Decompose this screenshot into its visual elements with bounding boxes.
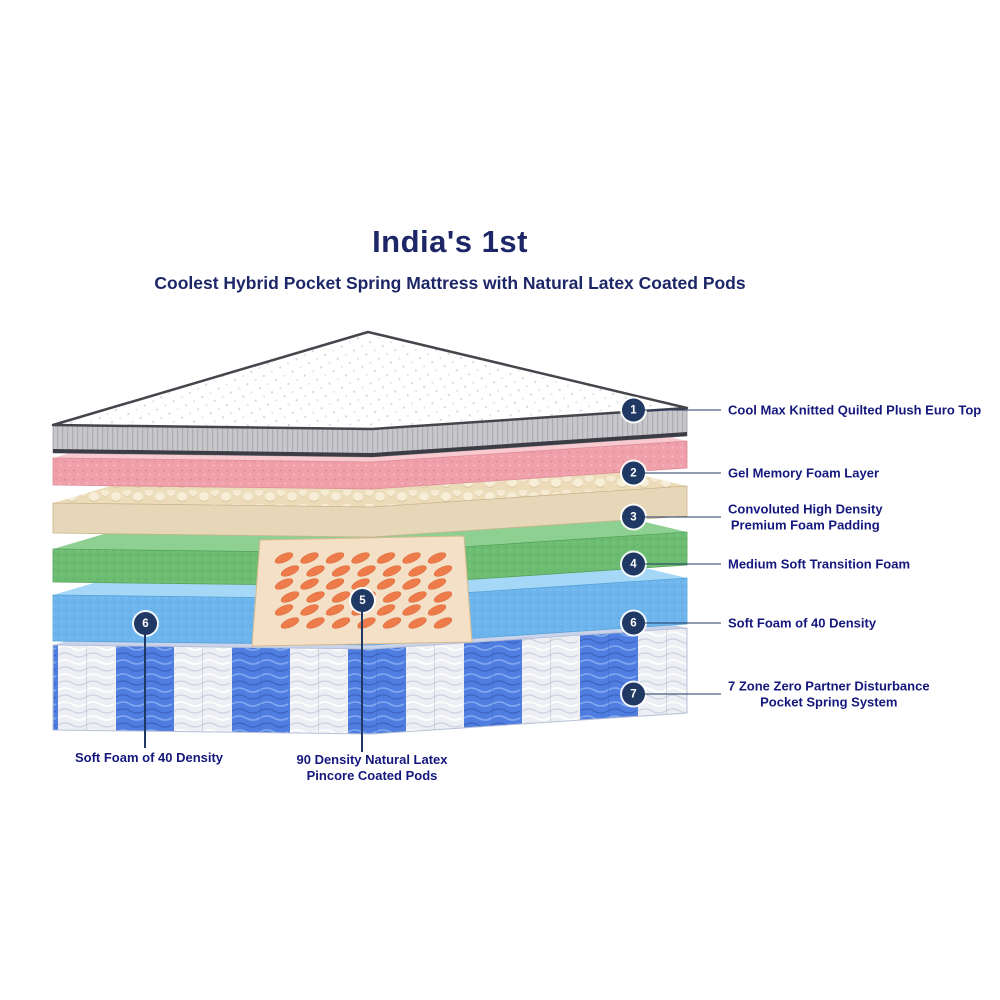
- layer-euro-top: [51, 330, 689, 458]
- callout-badge-4: 4: [622, 552, 645, 576]
- callout-line-1: [645, 409, 721, 411]
- callout-label-1: Cool Max Knitted Quilted Plush Euro Top: [728, 402, 982, 418]
- callout-line-4: [645, 563, 721, 565]
- callout-label-4: Medium Soft Transition Foam: [728, 556, 911, 572]
- callout-soft-foam-right: 6 Soft Foam of 40 Density: [622, 611, 877, 635]
- callout-gel-memory-foam: 2 Gel Memory Foam Layer: [622, 461, 879, 485]
- callout-euro-top: 1 Cool Max Knitted Quilted Plush Euro To…: [622, 398, 982, 422]
- callout-label-2: Gel Memory Foam Layer: [728, 465, 879, 481]
- callout-line-5: [361, 611, 363, 752]
- callout-badge-2: 2: [622, 461, 645, 485]
- callout-badge-1: 1: [622, 398, 645, 422]
- callout-line-2: [645, 472, 721, 474]
- callout-badge-6-right: 6: [622, 611, 645, 635]
- page-subtitle: Coolest Hybrid Pocket Spring Mattress wi…: [154, 273, 746, 293]
- callout-line-7: [645, 693, 721, 695]
- callout-badge-5: 5: [351, 589, 374, 612]
- callout-transition-foam: 4 Medium Soft Transition Foam: [622, 552, 911, 576]
- callout-line-3: [645, 516, 721, 518]
- callout-label-6-right: Soft Foam of 40 Density: [728, 615, 877, 631]
- callout-line-6-left: [144, 634, 146, 748]
- callout-badge-6-left: 6: [134, 612, 157, 635]
- callout-badge-7: 7: [622, 682, 645, 706]
- callout-label-6-left: Soft Foam of 40 Density: [74, 750, 224, 765]
- callout-line-6-right: [645, 622, 721, 624]
- page-title: India's 1st: [372, 224, 528, 259]
- callout-badge-3: 3: [622, 505, 645, 529]
